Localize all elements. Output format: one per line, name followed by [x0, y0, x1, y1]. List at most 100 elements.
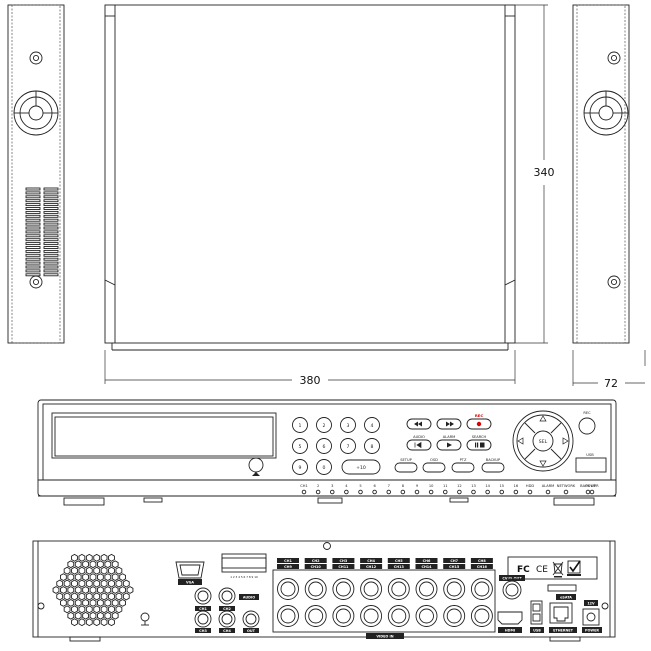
grille-hole [111, 598, 119, 607]
bnc-connector[interactable] [415, 605, 438, 627]
status-led-label: 9 [416, 484, 419, 488]
audio-jack-ch2[interactable] [218, 587, 236, 605]
status-led-lamp [315, 489, 321, 495]
bnc-connector[interactable] [470, 605, 493, 627]
key-8[interactable]: 8 [364, 438, 380, 454]
vent-slot [25, 199, 41, 203]
status-led-label: CH1 [300, 484, 308, 488]
key-7[interactable]: 7 [340, 438, 356, 454]
alarm-terminal-block[interactable]: 1 2 3 4 5 6 7 8 9 10 [221, 553, 267, 579]
rear-usb-ports[interactable]: USB [530, 600, 544, 633]
ethernet-port[interactable]: ETHERNET [549, 602, 577, 633]
key-4[interactable]: 4 [364, 417, 380, 433]
backup-key-label: BACKUP [486, 458, 501, 462]
audio-jack-ch3[interactable] [194, 610, 212, 628]
status-led-label: 3 [331, 484, 333, 488]
key-6[interactable]: 6 [316, 438, 332, 454]
fast-forward-button[interactable] [436, 418, 462, 430]
bnc-connector[interactable] [443, 605, 466, 627]
status-led: 11 [443, 484, 448, 495]
bnc-connector[interactable] [470, 578, 493, 600]
status-led: HDD [526, 484, 534, 495]
key-5[interactable]: 5 [292, 438, 308, 454]
bnc-connector[interactable] [277, 605, 299, 627]
bnc-connector[interactable] [415, 578, 438, 600]
setup-button[interactable] [394, 462, 418, 473]
dial-right-icon [562, 437, 569, 445]
key-2[interactable]: 2 [316, 417, 332, 433]
key-7-label: 7 [347, 444, 350, 450]
dial-up-icon [539, 415, 547, 422]
rear-screw-top [323, 542, 331, 550]
status-led-lamp [428, 489, 434, 495]
status-led: POWER [585, 484, 599, 495]
esata-port[interactable]: eSATA [547, 584, 577, 600]
hdmi-port[interactable]: HDMI [497, 611, 523, 633]
key-1[interactable]: 1 [292, 417, 308, 433]
step-back-button[interactable] [406, 439, 432, 451]
grille-hole [52, 586, 60, 594]
bnc-connector[interactable] [387, 605, 410, 627]
key-9[interactable]: 9 [292, 459, 308, 475]
bnc-connector[interactable] [360, 578, 383, 600]
osd-button[interactable] [422, 462, 446, 473]
grille-hole [122, 592, 130, 601]
video-input-frame [272, 569, 496, 633]
status-led: 16 [514, 484, 519, 495]
key-0[interactable]: 0 [316, 459, 332, 475]
grille-hole [74, 573, 82, 582]
hdmi-label: HDMI [505, 629, 515, 633]
bnc-connector[interactable] [443, 578, 466, 600]
pause-stop-button[interactable] [466, 439, 492, 451]
play-button[interactable] [436, 439, 462, 451]
cvbs-out-label: CVBS OUT [502, 577, 522, 581]
eject-button[interactable] [248, 457, 264, 473]
select-button[interactable] [532, 430, 554, 452]
grille-hole [100, 618, 108, 627]
key-3[interactable]: 3 [340, 417, 356, 433]
vent-slot [43, 253, 59, 257]
front-feet [63, 497, 595, 506]
bnc-connector[interactable] [304, 578, 327, 600]
record-button[interactable] [466, 418, 492, 430]
navigation-dial[interactable]: SEL [512, 410, 574, 472]
bnc-bottom-label: CH10 [311, 565, 322, 569]
ptz-key-label: PTZ [460, 458, 467, 462]
rear-fan-grille [52, 553, 134, 627]
ptz-button[interactable] [451, 462, 475, 473]
grille-hole [108, 579, 115, 588]
key-plus10[interactable]: +10 [341, 459, 381, 475]
power-connector[interactable]: 12V POWER [582, 600, 602, 633]
status-led-lamp [386, 489, 392, 495]
bnc-connector[interactable] [277, 578, 299, 600]
bnc-bottom-label: CH15 [449, 565, 460, 569]
bnc-connector[interactable] [332, 578, 355, 600]
grille-hole [93, 592, 101, 601]
rewind-button[interactable] [406, 418, 432, 430]
grille-hole [100, 579, 108, 588]
front-usb-port[interactable] [575, 457, 607, 473]
backup-button[interactable] [481, 462, 505, 473]
audio-ch3-label: CH3 [199, 629, 207, 633]
audio-jack-out[interactable] [242, 610, 260, 628]
grille-hole [119, 573, 126, 582]
cvbs-out-jack[interactable]: CVBS OUT [499, 575, 525, 600]
bnc-connector[interactable] [304, 605, 327, 627]
grille-hole [111, 586, 119, 594]
rec-dial-button[interactable] [578, 417, 596, 435]
audio-jack-ch1[interactable] [194, 587, 212, 605]
checkmark-icon [567, 560, 581, 576]
bnc-connector[interactable] [332, 605, 355, 627]
vent-slot [43, 246, 59, 249]
grille-hole [119, 598, 126, 607]
vent-slot [43, 222, 59, 226]
audio-jack-ch4[interactable] [218, 610, 236, 628]
vga-port[interactable]: VGA [175, 561, 205, 585]
vent-slot [43, 207, 59, 210]
status-led: 6 [372, 484, 377, 495]
grille-hole [67, 573, 75, 582]
bnc-connector[interactable] [387, 578, 410, 600]
bnc-connector[interactable] [360, 605, 383, 627]
status-led: 7 [386, 484, 392, 495]
